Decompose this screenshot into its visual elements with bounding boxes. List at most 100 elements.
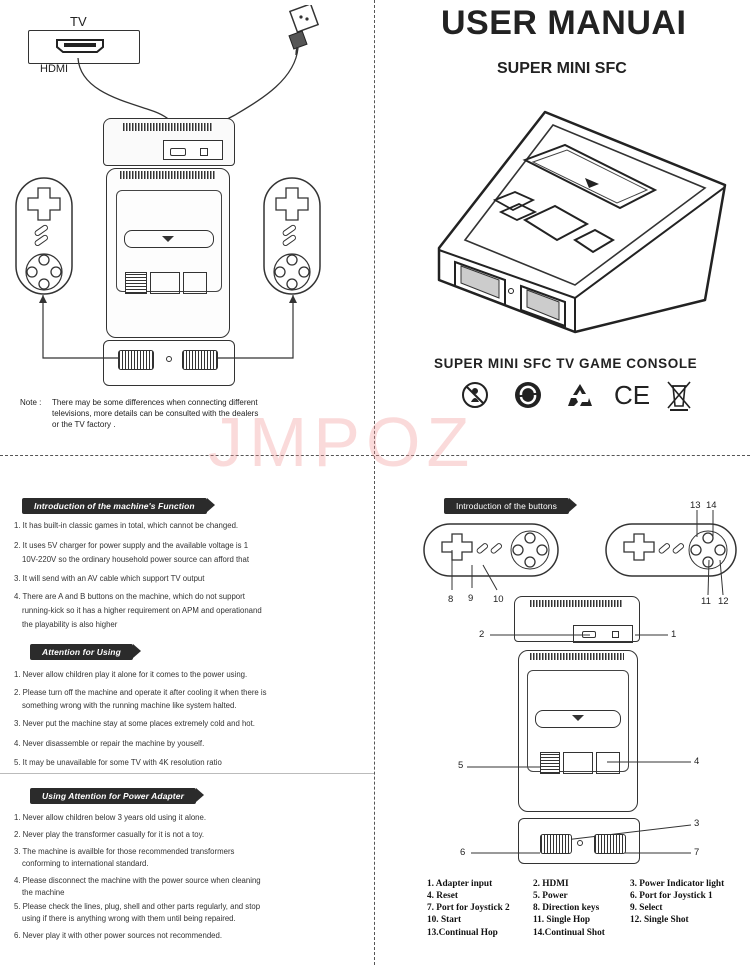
hdmi-port-icon xyxy=(56,39,104,53)
controller-right-icon xyxy=(263,177,321,295)
manual-subtitle: SUPER MINI SFC xyxy=(497,60,627,77)
note-line-3: or the TV factory . xyxy=(52,420,116,429)
adapter-item-3b: conforming to international standard. xyxy=(22,859,149,868)
callout-13: 13 xyxy=(690,500,701,511)
weee-bin-icon xyxy=(667,381,691,411)
controller-diagram-left-icon xyxy=(423,523,559,577)
legend-3-1: 7. Port for Joystick 2 xyxy=(427,903,510,913)
section-title-buttons: Introduction of the buttons xyxy=(444,498,577,514)
callout-4: 4 xyxy=(694,756,700,767)
callout-14: 14 xyxy=(706,500,717,511)
note-line-2: televisions, more details can be consult… xyxy=(52,409,259,418)
adapter-item-4b: the machine xyxy=(22,888,65,897)
legend-1-3: 3. Power Indicator light xyxy=(630,879,725,889)
no-child-icon xyxy=(462,382,488,408)
adapter-item-6: 6. Never play it with other power source… xyxy=(14,931,223,940)
function-item-2: 2. It uses 5V charger for power supply a… xyxy=(14,541,249,550)
diagram-joystick-port-1 xyxy=(540,834,572,854)
fold-line-horizontal xyxy=(0,455,750,456)
adapter-item-3: 3. The machine is availble for those rec… xyxy=(14,847,235,856)
controller-left-icon xyxy=(15,177,73,295)
legend-5-2: 14.Continual Shot xyxy=(533,928,605,938)
diagram-console-top xyxy=(518,650,638,812)
callout-3: 3 xyxy=(694,818,700,829)
adapter-item-2: 2. Never play the transformer casually f… xyxy=(14,830,205,839)
joystick-port-right xyxy=(182,350,218,370)
legend-4-2: 11. Single Hop xyxy=(533,915,591,925)
green-dot-icon xyxy=(515,382,541,408)
callout-9: 9 xyxy=(468,593,474,604)
legend-3-2: 8. Direction keys xyxy=(533,903,600,913)
recycle-icon xyxy=(568,384,592,406)
attention-item-2: 2. Please turn off the machine and opera… xyxy=(14,688,267,697)
controller-diagram-right-icon xyxy=(605,523,737,577)
section-title-adapter: Using Attention for Power Adapter xyxy=(30,788,204,804)
attention-item-4: 4. Never disassemble or repair the machi… xyxy=(14,739,205,748)
tv-box xyxy=(28,30,140,64)
legend-2-3: 6. Port for Joystick 1 xyxy=(630,891,713,901)
cartridge-slot xyxy=(124,230,214,248)
console-body xyxy=(106,168,230,338)
console-illustration xyxy=(437,110,727,334)
wall-socket-icon xyxy=(288,5,320,55)
note-line-1: There may be some differences when conne… xyxy=(52,398,258,407)
diagram-console-front xyxy=(518,818,640,864)
legend-4-3: 12. Single Shot xyxy=(630,915,689,925)
callout-1: 1 xyxy=(671,629,677,640)
diagram-console-back xyxy=(514,596,640,642)
adapter-item-4: 4. Please disconnect the machine with th… xyxy=(14,876,261,885)
callout-5: 5 xyxy=(458,760,464,771)
legend-2-2: 5. Power xyxy=(533,891,568,901)
function-item-4b: running-kick so it has a higher requirem… xyxy=(22,606,262,615)
legend-3-3: 9. Select xyxy=(630,903,663,913)
watermark: JMPOZ xyxy=(208,403,476,481)
function-item-4: 4. There are A and B buttons on the mach… xyxy=(14,592,245,601)
callout-7: 7 xyxy=(694,847,700,858)
adapter-item-1: 1. Never allow children below 3 years ol… xyxy=(14,813,206,822)
diagram-hdmi-port xyxy=(582,631,596,638)
power-switch xyxy=(125,272,147,294)
diagram-joystick-port-2 xyxy=(594,834,626,854)
tv-label: TV xyxy=(70,14,87,29)
function-item-4c: the playability is also higher xyxy=(22,620,118,629)
adapter-item-5b: using if there is anything wrong with th… xyxy=(22,914,236,923)
callout-8: 8 xyxy=(448,594,454,605)
joystick-port-left xyxy=(118,350,154,370)
ce-mark-icon: CE xyxy=(614,380,651,410)
section-title-function: Introduction of the machine's Function xyxy=(22,498,215,514)
attention-item-2b: something wrong with the running machine… xyxy=(22,701,237,710)
diagram-port-panel xyxy=(573,625,633,643)
product-line: SUPER MINI SFC TV GAME CONSOLE xyxy=(434,356,698,371)
manual-title: USER MANUAI xyxy=(441,4,687,42)
diagram-reset-button xyxy=(596,752,620,774)
diagram-power-light xyxy=(577,840,583,846)
reset-button xyxy=(183,272,207,294)
legend-1-2: 2. HDMI xyxy=(533,879,569,889)
legend-5-1: 13.Continual Hop xyxy=(427,928,498,938)
callout-lines xyxy=(451,510,724,854)
attention-item-5: 5. It may be unavailable for some TV wit… xyxy=(14,758,222,767)
callout-11: 11 xyxy=(701,596,711,607)
attention-item-3: 3. Never put the machine stay at some pl… xyxy=(14,719,255,728)
legend-1-1: 1. Adapter input xyxy=(427,879,493,889)
legend-2-1: 4. Reset xyxy=(427,891,458,901)
note-prefix: Note : xyxy=(20,398,42,407)
diagram-power-switch xyxy=(540,752,560,774)
section-title-attention: Attention for Using xyxy=(30,644,141,660)
legend-4-1: 10. Start xyxy=(427,915,462,925)
callout-6: 6 xyxy=(460,847,466,858)
callout-12: 12 xyxy=(718,596,729,607)
attention-item-1: 1. Never allow children play it alone fo… xyxy=(14,670,248,679)
hdmi-port xyxy=(170,148,186,156)
function-item-1: 1. It has built-in classic games in tota… xyxy=(14,521,239,530)
diagram-adapter-port xyxy=(612,631,619,638)
function-item-3: 3. It will send with an AV cable which s… xyxy=(14,574,205,583)
callout-10: 10 xyxy=(493,594,504,605)
power-port xyxy=(200,148,208,156)
function-item-2b: 10V-220V so the ordinary household power… xyxy=(22,555,249,564)
diagram-cartridge-slot xyxy=(535,710,621,728)
fold-line-vertical xyxy=(374,0,375,965)
console-front xyxy=(103,340,235,386)
adapter-item-5: 5. Please check the lines, plug, shell a… xyxy=(14,902,261,911)
callout-2: 2 xyxy=(479,629,485,640)
